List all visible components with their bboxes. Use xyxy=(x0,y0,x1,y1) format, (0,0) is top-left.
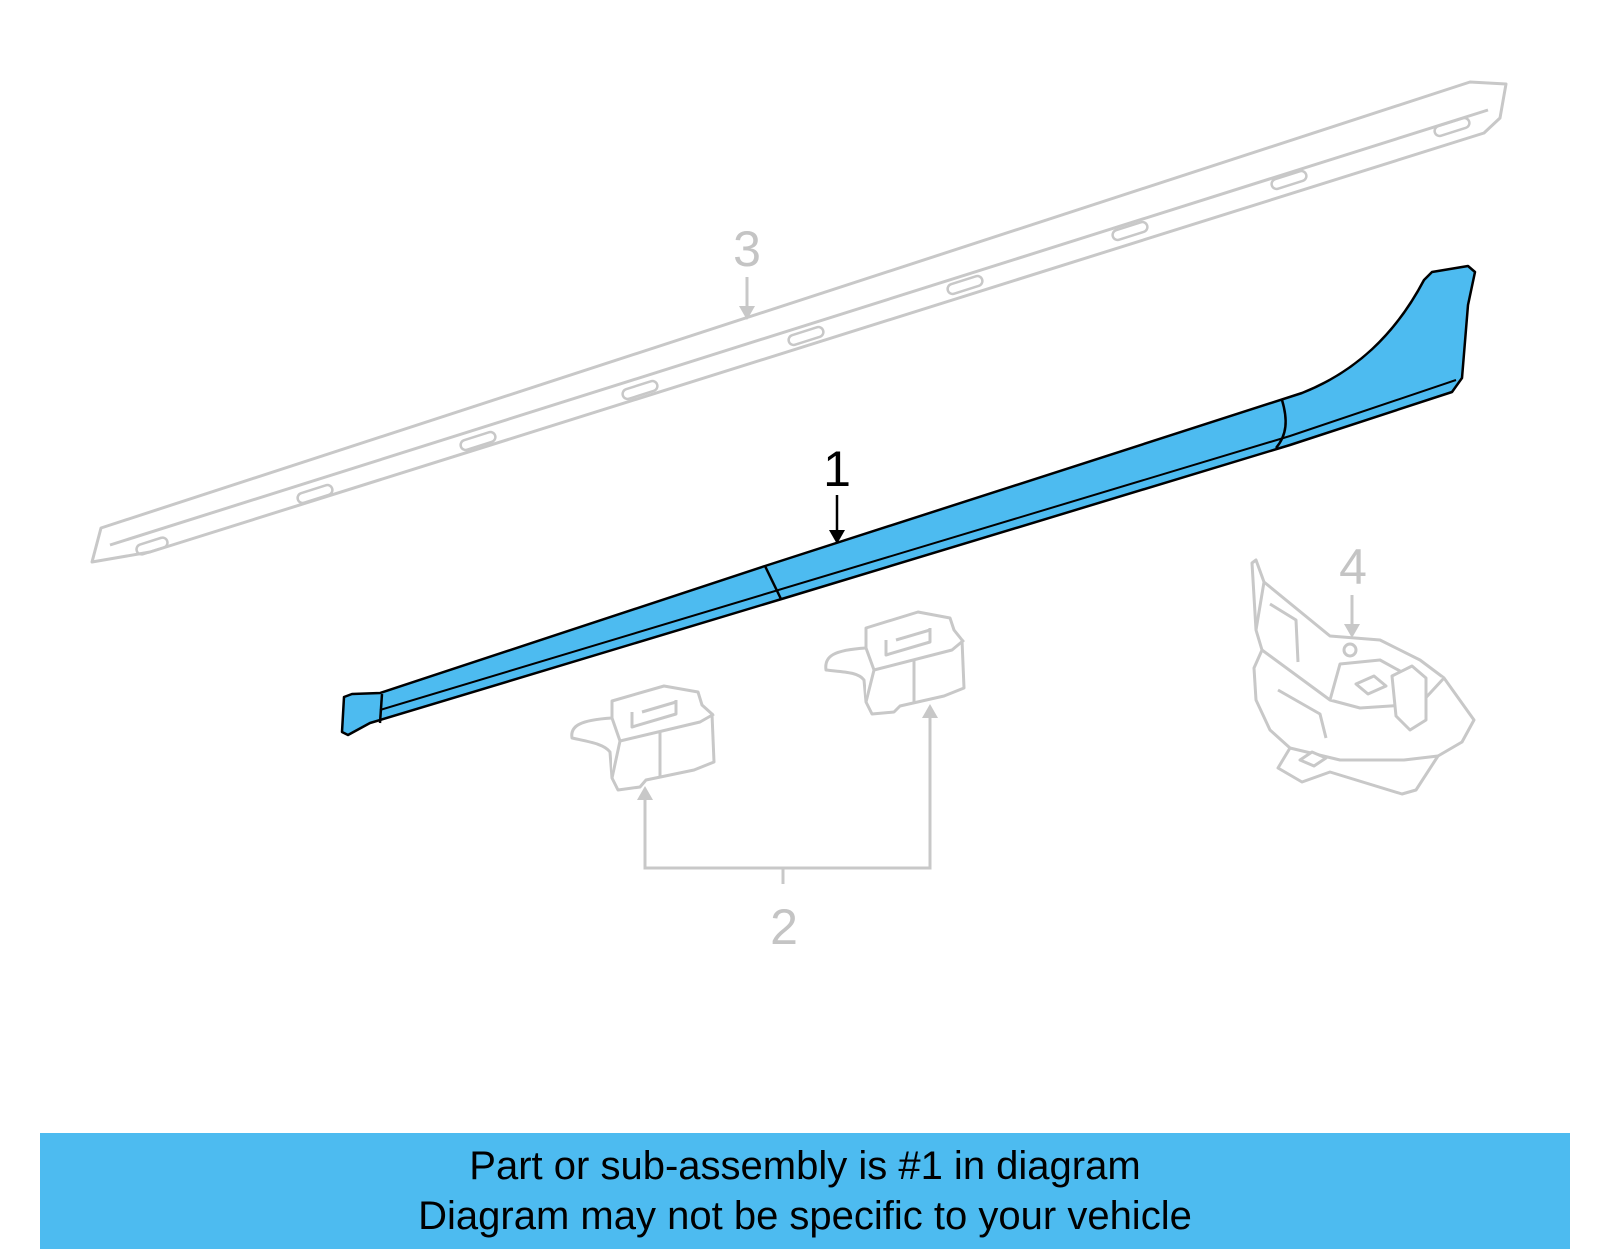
callout-3: 3 xyxy=(733,221,761,277)
callout-1: 1 xyxy=(823,441,851,497)
leader-part-2 xyxy=(637,704,938,884)
part-2-clip-right xyxy=(824,610,966,716)
banner-line-1: Part or sub-assembly is #1 in diagram xyxy=(469,1144,1141,1188)
leader-part-3 xyxy=(739,277,755,320)
callout-2: 2 xyxy=(770,899,798,955)
banner-line-2: Diagram may not be specific to your vehi… xyxy=(418,1194,1192,1238)
part-2-clip-left xyxy=(570,684,716,792)
leader-part-1 xyxy=(829,495,845,544)
part-1-rocker-molding xyxy=(340,264,1477,737)
info-banner: Part or sub-assembly is #1 in diagram Di… xyxy=(40,1133,1570,1249)
parts-diagram: 1 2 3 4 xyxy=(90,80,1508,955)
part-4-bracket xyxy=(1250,558,1476,796)
callout-4: 4 xyxy=(1339,539,1367,595)
part-3-upper-molding xyxy=(90,80,1508,564)
leader-part-4 xyxy=(1344,595,1360,638)
